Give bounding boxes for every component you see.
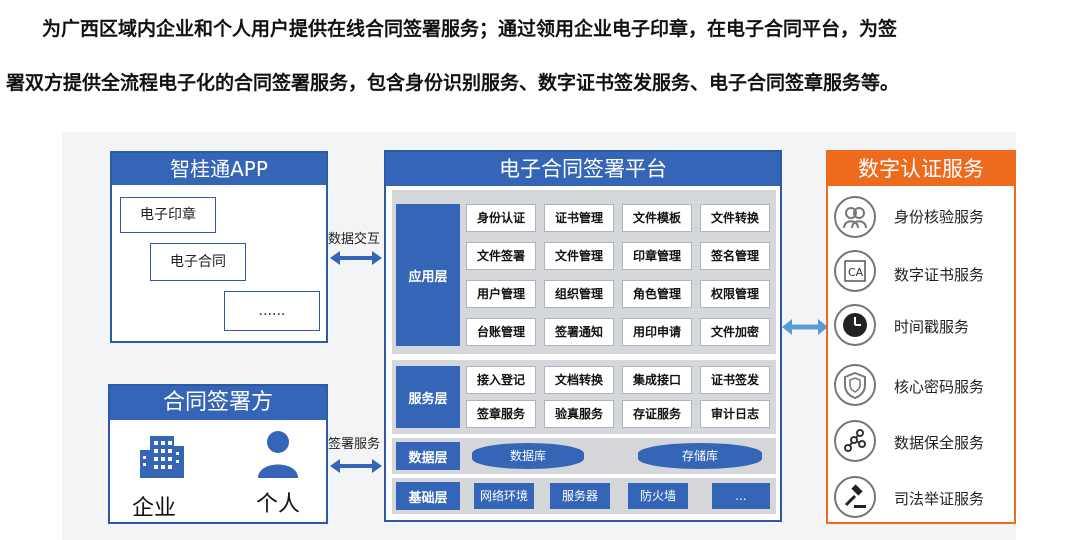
app-layer-module-14: 用印申请 — [622, 318, 692, 346]
base-layer-label: 基础层 — [396, 482, 460, 510]
database-store: 数据库 — [472, 443, 584, 469]
service-layer-module-2: 集成接口 — [622, 366, 692, 394]
identity-icon — [834, 196, 876, 238]
sign-service-arrow — [330, 459, 382, 473]
data-exchange-arrow — [330, 251, 382, 265]
service-identity: 身份核验服务 — [894, 208, 985, 226]
app-layer-label: 应用层 — [396, 204, 460, 346]
app-layer-module-9: 组织管理 — [544, 280, 614, 308]
service-layer-module-0: 接入登记 — [466, 366, 536, 394]
gavel-icon — [834, 476, 876, 518]
service-certificate: 数字证书服务 — [894, 266, 985, 284]
app-item-contract: 电子合同 — [150, 243, 246, 281]
service-layer-module-7: 审计日志 — [700, 400, 770, 428]
storage-store: 存储库 — [638, 443, 762, 469]
service-timestamp: 时间戳服务 — [894, 318, 970, 336]
clock-icon — [834, 304, 876, 346]
base-item-network: 网络环境 — [474, 483, 534, 509]
contract-platform-panel: 电子合同签署平台 应用层 身份认证证书管理文件模板文件转换文件签署文件管理印章管… — [384, 150, 782, 522]
person-icon — [258, 431, 298, 478]
enterprise-label: 企业 — [132, 496, 177, 521]
app-layer-module-3: 文件转换 — [700, 204, 770, 232]
app-panel: 智桂通APP 电子印章 电子合同 ...... — [110, 151, 328, 343]
app-layer-module-2: 文件模板 — [622, 204, 692, 232]
intro-line-2: 署双方提供全流程电子化的合同签署服务，包含身份识别服务、数字证书签发服务、电子合… — [6, 72, 900, 94]
svg-text:CA: CA — [848, 266, 864, 279]
service-layer-module-1: 文档转换 — [544, 366, 614, 394]
signatory-panel-title: 合同签署方 — [110, 386, 326, 420]
signatory-panel: 合同签署方 企业 个人 — [108, 384, 328, 524]
app-layer-module-1: 证书管理 — [544, 204, 614, 232]
sign-service-label: 签署服务 — [328, 437, 381, 452]
building-icon — [140, 436, 184, 478]
app-item-more: ...... — [224, 291, 320, 331]
service-judicial: 司法举证服务 — [894, 490, 985, 508]
intro-line-1: 为广西区域内企业和个人用户提供在线合同签署服务；通过领用企业电子印章，在电子合同… — [42, 18, 898, 40]
service-crypto: 核心密码服务 — [894, 378, 985, 396]
ca-certificate-icon: CA — [834, 250, 876, 292]
service-layer-module-4: 签章服务 — [466, 400, 536, 428]
service-data-preservation: 数据保全服务 — [894, 434, 985, 452]
cert-panel-title: 数字认证服务 — [828, 152, 1014, 186]
service-layer-module-5: 验真服务 — [544, 400, 614, 428]
person-label: 个人 — [256, 492, 301, 517]
data-layer-label: 数据层 — [396, 442, 460, 470]
platform-cert-arrow — [782, 319, 828, 335]
platform-title: 电子合同签署平台 — [386, 152, 780, 186]
shield-icon — [834, 364, 876, 406]
data-exchange-label: 数据交互 — [328, 232, 381, 247]
app-layer-module-12: 台账管理 — [466, 318, 536, 346]
app-item-seal: 电子印章 — [120, 197, 216, 233]
app-layer-module-10: 角色管理 — [622, 280, 692, 308]
service-layer-module-3: 证书签发 — [700, 366, 770, 394]
service-layer-label: 服务层 — [396, 366, 460, 428]
app-layer-module-8: 用户管理 — [466, 280, 536, 308]
app-layer-module-5: 文件管理 — [544, 242, 614, 270]
app-layer-module-11: 权限管理 — [700, 280, 770, 308]
base-item-more: ... — [712, 483, 770, 509]
app-layer-module-15: 文件加密 — [700, 318, 770, 346]
service-layer-module-6: 存证服务 — [622, 400, 692, 428]
app-layer-module-6: 印章管理 — [622, 242, 692, 270]
network-nodes-icon — [834, 420, 876, 462]
app-panel-title: 智桂通APP — [112, 153, 326, 185]
base-item-server: 服务器 — [550, 483, 610, 509]
app-layer-module-4: 文件签署 — [466, 242, 536, 270]
app-layer-module-7: 签名管理 — [700, 242, 770, 270]
base-item-firewall: 防火墙 — [628, 483, 688, 509]
app-layer-module-13: 签署通知 — [544, 318, 614, 346]
digital-cert-panel: 数字认证服务 身份核验服务 CA 数字证书服务 时间戳服务 核心密码服务 数据保… — [826, 150, 1016, 524]
app-layer-module-0: 身份认证 — [466, 204, 536, 232]
